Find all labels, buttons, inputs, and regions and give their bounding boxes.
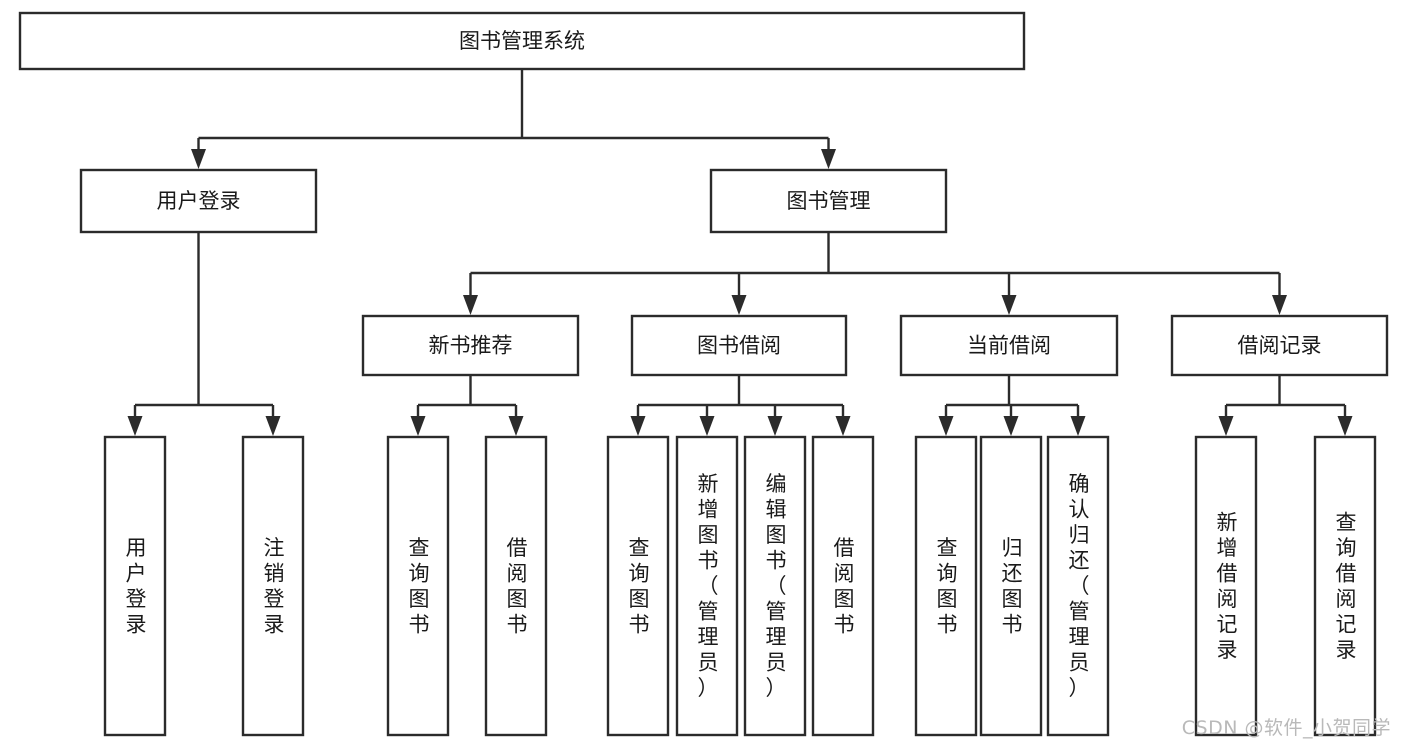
node-leaf-borrow-book-2[interactable]: 借阅图书 bbox=[811, 435, 875, 737]
node-leaf-user-login[interactable]: 用户登录 bbox=[103, 435, 167, 737]
arrow-head-icon bbox=[821, 149, 836, 169]
node-leaf-borrow-book-1[interactable]: 借阅图书 bbox=[484, 435, 548, 737]
arrow-head-icon bbox=[1001, 295, 1017, 315]
node-leaf-query-book-2[interactable]: 查询图书 bbox=[606, 435, 670, 737]
node-label: 用户登录 bbox=[157, 189, 241, 213]
node-label: 借阅图书 bbox=[834, 536, 855, 637]
node-user-login[interactable]: 用户登录 bbox=[79, 168, 318, 234]
node-leaf-return-book[interactable]: 归还图书 bbox=[979, 435, 1043, 737]
node-label: 图书管理 bbox=[787, 189, 871, 213]
node-label: 归还图书 bbox=[1002, 536, 1023, 637]
node-leaf-user-logout[interactable]: 注销登录 bbox=[241, 435, 305, 737]
connector-lines bbox=[127, 69, 1353, 436]
node-rect bbox=[811, 435, 875, 737]
node-label: 图书借阅 bbox=[697, 334, 781, 358]
node-label: 查询借阅记录 bbox=[1336, 510, 1357, 662]
node-label: 新增借阅记录 bbox=[1217, 510, 1238, 662]
arrow-head-icon bbox=[410, 416, 426, 436]
node-label: 借阅图书 bbox=[507, 536, 528, 637]
node-rect bbox=[606, 435, 670, 737]
node-label: 新增图书（管理员） bbox=[698, 472, 719, 700]
arrow-head-icon bbox=[265, 416, 281, 436]
arrow-head-icon bbox=[731, 295, 747, 315]
node-rect bbox=[979, 435, 1043, 737]
node-rect bbox=[1046, 435, 1110, 737]
arrow-head-icon bbox=[1218, 416, 1234, 436]
node-label: 借阅记录 bbox=[1238, 334, 1322, 358]
arrow-head-icon bbox=[191, 149, 206, 169]
arrow-head-icon bbox=[767, 416, 783, 436]
node-rect bbox=[79, 168, 318, 234]
arrow-head-icon bbox=[1337, 416, 1353, 436]
node-rect bbox=[1313, 435, 1377, 737]
node-label: 图书管理系统 bbox=[459, 29, 585, 53]
node-rect bbox=[484, 435, 548, 737]
arrow-head-icon bbox=[699, 416, 715, 436]
node-rect bbox=[361, 314, 580, 377]
node-leaf-edit-book[interactable]: 编辑图书（管理员） bbox=[743, 435, 807, 737]
diagram-nodes: 图书管理系统用户登录图书管理新书推荐图书借阅当前借阅借阅记录用户登录注销登录查询… bbox=[18, 11, 1389, 737]
node-label: 查询图书 bbox=[937, 536, 958, 637]
node-rect bbox=[899, 314, 1119, 377]
node-label: 新书推荐 bbox=[429, 334, 513, 358]
arrow-head-icon bbox=[463, 295, 478, 315]
node-rect bbox=[1170, 314, 1389, 377]
node-rect bbox=[103, 435, 167, 737]
node-rect bbox=[386, 435, 450, 737]
node-current-borrow[interactable]: 当前借阅 bbox=[899, 314, 1119, 377]
node-rect bbox=[709, 168, 948, 234]
node-label: 编辑图书（管理员） bbox=[766, 472, 787, 700]
node-rect bbox=[743, 435, 807, 737]
node-label: 确认归还（管理员） bbox=[1069, 472, 1090, 700]
node-label: 当前借阅 bbox=[967, 334, 1051, 358]
node-label: 用户登录 bbox=[126, 536, 147, 637]
node-new-book-recommend[interactable]: 新书推荐 bbox=[361, 314, 580, 377]
node-label: 注销登录 bbox=[264, 536, 285, 637]
node-rect bbox=[18, 11, 1026, 71]
node-book-borrow[interactable]: 图书借阅 bbox=[630, 314, 848, 377]
node-rect bbox=[914, 435, 978, 737]
node-book-manage[interactable]: 图书管理 bbox=[709, 168, 948, 234]
arrow-head-icon bbox=[508, 416, 524, 436]
node-leaf-confirm-return[interactable]: 确认归还（管理员） bbox=[1046, 435, 1110, 737]
arrow-head-icon bbox=[1003, 416, 1019, 436]
arrow-head-icon bbox=[938, 416, 954, 436]
node-leaf-query-book-3[interactable]: 查询图书 bbox=[914, 435, 978, 737]
node-root-图书管理系统[interactable]: 图书管理系统 bbox=[18, 11, 1026, 71]
node-rect bbox=[1194, 435, 1258, 737]
arrow-head-icon bbox=[630, 416, 646, 436]
node-leaf-add-book[interactable]: 新增图书（管理员） bbox=[675, 435, 739, 737]
node-label: 查询图书 bbox=[409, 536, 430, 637]
node-leaf-query-record[interactable]: 查询借阅记录 bbox=[1313, 435, 1377, 737]
arrow-head-icon bbox=[1070, 416, 1086, 436]
node-borrow-record[interactable]: 借阅记录 bbox=[1170, 314, 1389, 377]
arrow-head-icon bbox=[1272, 295, 1287, 315]
arrow-head-icon bbox=[835, 416, 851, 436]
arrow-head-icon bbox=[127, 416, 143, 436]
node-label: 查询图书 bbox=[629, 536, 650, 637]
node-rect bbox=[241, 435, 305, 737]
node-leaf-query-book-1[interactable]: 查询图书 bbox=[386, 435, 450, 737]
node-leaf-add-record[interactable]: 新增借阅记录 bbox=[1194, 435, 1258, 737]
node-rect bbox=[630, 314, 848, 377]
node-rect bbox=[675, 435, 739, 737]
